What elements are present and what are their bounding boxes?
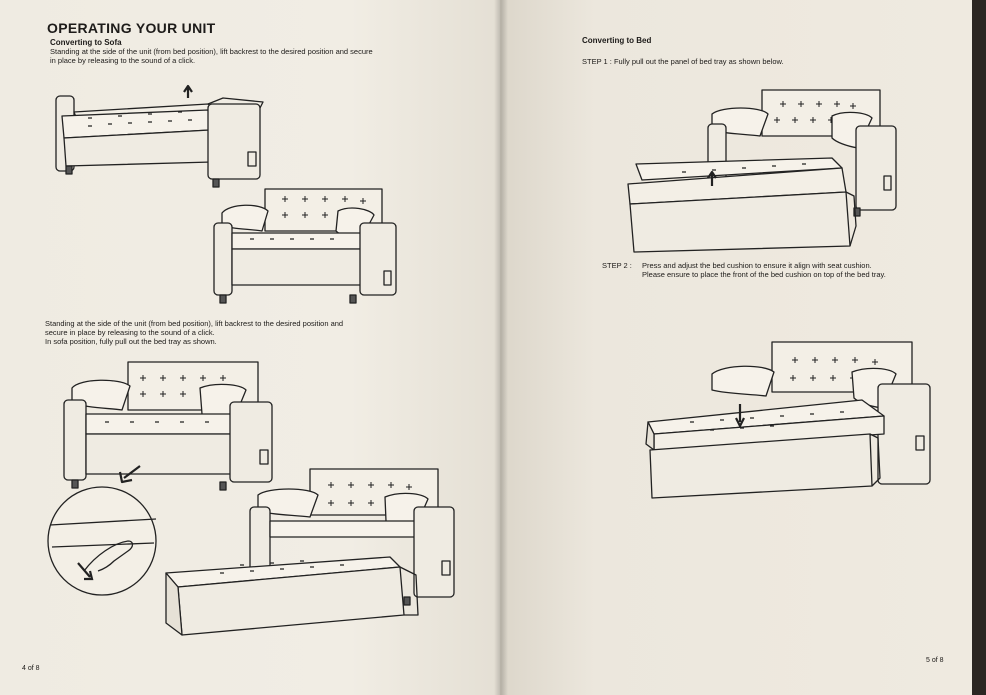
figure-sofa-upright	[210, 185, 400, 310]
book-spine	[494, 0, 508, 695]
section-subheading-bed: Converting to Bed	[582, 36, 652, 45]
figure-bed-cushion	[640, 338, 940, 513]
section-subheading-sofa: Converting to Sofa	[50, 38, 122, 47]
sofa-tray-pulled-icon	[627, 89, 897, 253]
right-page: Converting to Bed STEP 1 : Fully pull ou…	[500, 0, 972, 695]
detail-circle	[44, 485, 164, 600]
sofa-bed-cushion-icon	[645, 341, 931, 499]
sofa-upright-icon	[213, 188, 397, 304]
instruction-line: in place by releasing to the sound of a …	[50, 56, 196, 65]
figure-sofa-flat-bed	[48, 82, 268, 197]
page-heading: OPERATING YOUR UNIT	[47, 20, 216, 36]
instruction-line: Standing at the side of the unit (from b…	[50, 47, 373, 56]
hand-pull-detail-icon	[47, 486, 157, 596]
sofa-upright-icon	[63, 361, 273, 491]
step2-line: Please ensure to place the front of the …	[642, 270, 886, 279]
figure-sofa-upright-2	[60, 358, 280, 498]
sofa-tray-pulled-icon	[165, 468, 455, 636]
figure-sofa-tray-pulled	[160, 465, 460, 645]
page-number-left: 4 of 8	[22, 665, 40, 672]
step2-line: Press and adjust the bed cushion to ensu…	[642, 261, 872, 270]
step1-text: STEP 1 : Fully pull out the panel of bed…	[582, 57, 784, 66]
instruction-line: In sofa position, fully pull out the bed…	[45, 337, 217, 346]
figure-bed-tray-pulled	[622, 86, 902, 256]
step2-label: STEP 2 :	[602, 261, 632, 270]
left-page: OPERATING YOUR UNIT Converting to Sofa S…	[0, 0, 500, 695]
page-number-right: 5 of 8	[926, 657, 944, 664]
instruction-line: Standing at the side of the unit (from b…	[45, 319, 344, 328]
sofa-flat-bed-icon	[55, 84, 264, 188]
instruction-line: secure in place by releasing to the soun…	[45, 328, 215, 337]
